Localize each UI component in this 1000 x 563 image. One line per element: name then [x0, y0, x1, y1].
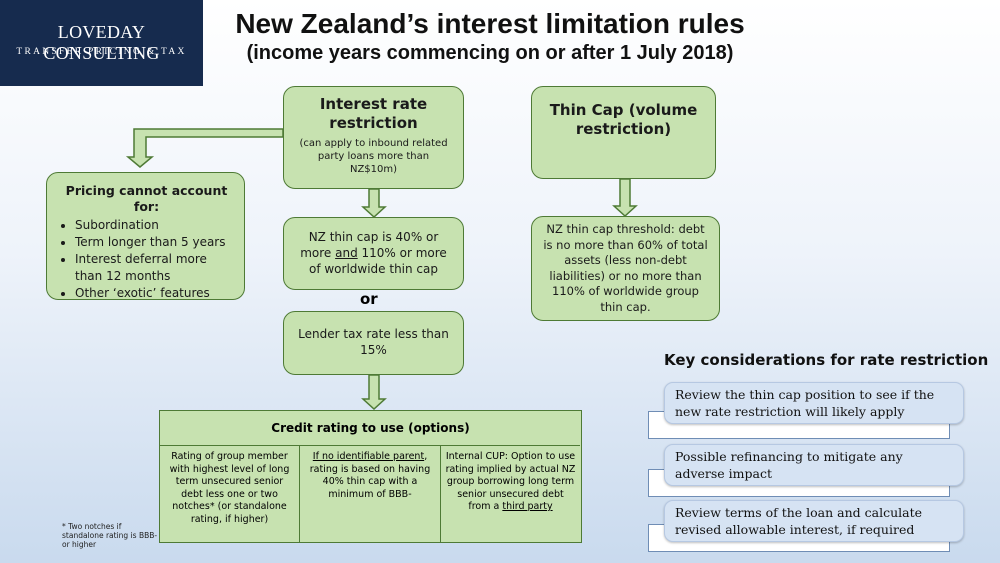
- no-parent-underlined: If no identifiable parent: [312, 451, 425, 462]
- interest-rate-restriction-box: Interest rate restriction (can apply to …: [283, 86, 464, 189]
- pricing-item: Term longer than 5 years: [75, 234, 236, 251]
- footnote: * Two notches if standalone rating is BB…: [62, 522, 158, 549]
- internal-cup-text: Internal CUP: Option to use rating impli…: [445, 451, 576, 512]
- nz-thin-cap-part1: NZ thin cap is 40% or more: [300, 230, 439, 260]
- pricing-box: Pricing cannot account for: Subordinatio…: [46, 172, 245, 300]
- consideration-item: Possible refinancing to mitigate any adv…: [664, 444, 964, 486]
- thin-cap-threshold-box: NZ thin cap threshold: debt is no more t…: [531, 216, 720, 321]
- third-party-underlined: third party: [502, 501, 553, 512]
- credit-option-internal-cup: Internal CUP: Option to use rating impli…: [441, 445, 580, 542]
- credit-heading: Credit rating to use (options): [271, 421, 470, 435]
- or-label: or: [360, 290, 378, 308]
- pricing-item: Subordination: [75, 217, 236, 234]
- consideration-item: Review terms of the loan and calculate r…: [664, 500, 964, 542]
- pricing-item: Other ‘exotic’ features: [75, 285, 236, 302]
- pricing-list: Subordination Term longer than 5 years I…: [57, 217, 236, 302]
- arrow-to-credit: [361, 374, 387, 411]
- key-considerations-title: Key considerations for rate restriction: [664, 351, 989, 369]
- consideration-item: Review the thin cap position to see if t…: [664, 382, 964, 424]
- nz-thin-cap-text: NZ thin cap is 40% or more and 110% or m…: [296, 229, 451, 277]
- logo-name: LOVEDAY CONSULTING: [43, 22, 160, 63]
- page-subtitle: (income years commencing on or after 1 J…: [246, 42, 734, 64]
- lender-tax-text: Lender tax rate less than 15%: [298, 327, 449, 357]
- nz-thin-cap-and: and: [335, 246, 358, 260]
- pricing-heading: Pricing cannot account for:: [65, 183, 228, 214]
- lender-tax-box: Lender tax rate less than 15%: [283, 311, 464, 375]
- credit-option-no-parent: If no identifiable parent, rating is bas…: [300, 445, 441, 542]
- nz-thin-cap-box: NZ thin cap is 40% or more and 110% or m…: [283, 217, 464, 290]
- credit-option-group-member: Rating of group member with highest leve…: [160, 445, 300, 542]
- logo-tagline: TRANSFER PRICING & TAX: [16, 47, 187, 57]
- thin-cap-heading: Thin Cap (volume restriction): [549, 101, 698, 138]
- credit-rating-table: Credit rating to use (options) Rating of…: [159, 410, 582, 543]
- thin-cap-box: Thin Cap (volume restriction): [531, 86, 716, 179]
- no-parent-rest: , rating is based on having 40% thin cap…: [309, 451, 431, 500]
- arrow-to-pricing: [125, 128, 284, 168]
- nz-thin-cap-part2: 110% or more of worldwide thin cap: [308, 246, 447, 276]
- company-logo: LOVEDAY CONSULTING TRANSFER PRICING & TA…: [0, 0, 203, 86]
- pricing-item: Interest deferral more than 12 months: [75, 251, 236, 285]
- interest-rate-note: (can apply to inbound related party loan…: [299, 138, 448, 175]
- threshold-text: NZ thin cap threshold: debt is no more t…: [543, 222, 708, 314]
- arrow-to-nz-thin-cap: [361, 188, 387, 219]
- arrow-to-threshold: [612, 178, 638, 218]
- page-title: New Zealand’s interest limitation rules: [235, 8, 745, 39]
- interest-rate-heading: Interest rate restriction: [319, 95, 428, 132]
